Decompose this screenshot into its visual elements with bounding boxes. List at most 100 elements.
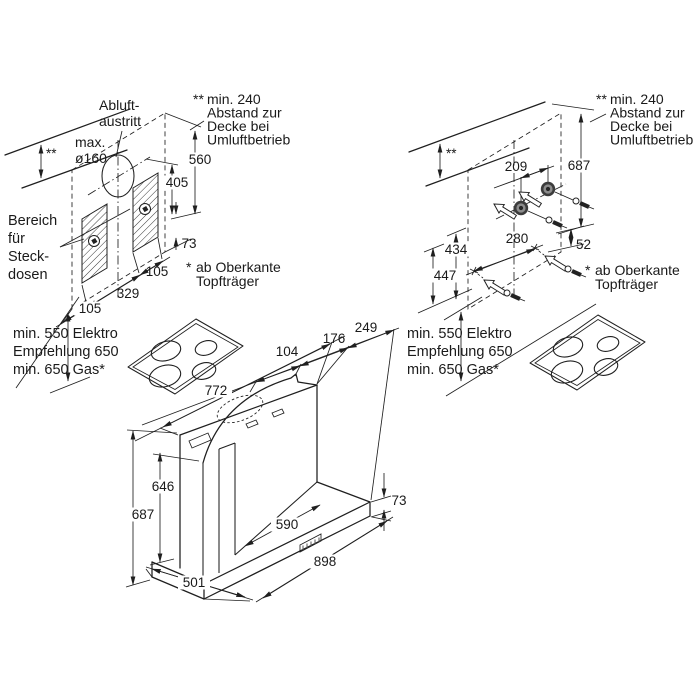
dim-898-label: 898 (309, 554, 341, 569)
clearance-note-line-3: min. 650 Gas* (13, 362, 105, 378)
left-installation-view: ** Abluft- austritt max. ø160 ** min. 24… (4, 91, 290, 395)
dim-280-label: 280 (506, 231, 529, 246)
mounting-area-outline (467, 112, 562, 310)
extension-line (370, 495, 392, 503)
ceiling-note-line-1: min. 240 (207, 91, 261, 107)
wall-line (408, 101, 546, 153)
ceiling-note-line-3: Decke bei (610, 118, 672, 134)
svg-text:501: 501 (183, 575, 206, 590)
hob-note-line-2: Topfträger (595, 276, 658, 292)
socket-note-line-4: dosen (8, 267, 48, 283)
dim-73-label: 73 (391, 493, 406, 508)
svg-text:560: 560 (189, 152, 212, 167)
extension-line (446, 227, 467, 237)
dim-176-label: 176 (323, 331, 346, 346)
vent-diameter-label: ø160 (75, 150, 107, 166)
outlet-note-line-1: Abluft- (99, 97, 140, 113)
extension-line (547, 243, 585, 253)
dim-105-arrow (139, 260, 164, 276)
clearance-note-line-2: Empfehlung 650 (407, 344, 513, 360)
dim-105-left-label: 105 (74, 301, 106, 316)
socket-note-line-2: für (8, 231, 25, 247)
screw-lower-right (541, 251, 587, 278)
ceiling-note-line-3: Decke bei (207, 118, 269, 134)
socket-symbol-pin (91, 238, 98, 245)
leader-line (115, 130, 123, 158)
extension-line (159, 427, 179, 436)
reference-line (445, 303, 597, 397)
socket-note-line-1: Bereich (8, 213, 57, 229)
screw-mark-lower-left (469, 266, 484, 279)
leader-line (589, 113, 607, 123)
socket-note-line-3: Steck- (8, 249, 49, 265)
svg-text:434: 434 (445, 242, 468, 257)
extension-line (316, 341, 333, 385)
extension-line (370, 328, 395, 501)
product-dimension-view: 104 176 249 772 646 687 59 (125, 320, 407, 603)
reference-line (15, 296, 80, 389)
clearance-note-line-3: min. 650 Gas* (407, 362, 499, 378)
dim-73-label: 73 (181, 236, 196, 251)
outlet-note-line-2: austritt (99, 113, 141, 129)
svg-text:772: 772 (205, 383, 228, 398)
ceiling-note-line-4: Umluftbetrieb (207, 132, 290, 148)
wall-ref-marker: ** (46, 146, 57, 161)
dim-249-label: 249 (355, 320, 378, 335)
extension-line (551, 103, 595, 111)
center-line (87, 156, 151, 196)
ceiling-note-marker: ** (193, 91, 204, 107)
air-outlet-hole (101, 154, 135, 198)
mounting-notch (188, 432, 212, 449)
wall-ref-marker: ** (446, 146, 457, 161)
clearance-note-line-1: min. 550 Elektro (13, 326, 118, 342)
svg-text:687: 687 (132, 507, 155, 522)
dim-646-label: 646 (147, 479, 179, 494)
dim-560-label: 560 (184, 152, 216, 167)
reference-line (417, 288, 473, 314)
right-installation-view: ** ** min. 240 Abstand zur Decke bei Uml… (407, 91, 693, 397)
ceiling-note-line-1: min. 240 (610, 91, 664, 107)
hob-note-line-1: ab Oberkante (196, 259, 281, 275)
svg-text:646: 646 (152, 479, 175, 494)
dim-52-label: 52 (576, 237, 591, 252)
extension-line (371, 516, 392, 522)
hob-note-marker: * (585, 262, 591, 278)
dim-501-label: 501 (178, 575, 210, 590)
svg-text:447: 447 (434, 268, 457, 283)
svg-text:898: 898 (314, 554, 337, 569)
dim-447-label: 447 (430, 268, 460, 283)
hood-fold-edge (218, 442, 236, 450)
dim-434-label: 434 (440, 242, 472, 257)
wall-line (4, 108, 131, 156)
ceiling-note-marker: ** (596, 91, 607, 107)
wall-line (21, 149, 128, 189)
dim-249-arrow (347, 329, 395, 349)
svg-text:590: 590 (276, 517, 299, 532)
dim-405-label: 405 (161, 175, 193, 190)
leader-line (59, 208, 131, 248)
hob-note-line-1: ab Oberkante (595, 262, 680, 278)
vent-max-label: max. (75, 134, 105, 150)
hob-note-line-2: Topfträger (196, 273, 259, 289)
ceiling-note-line-2: Abstand zur (610, 105, 685, 121)
dim-209-label: 209 (505, 159, 528, 174)
ceiling-note-line-4: Umluftbetrieb (610, 132, 693, 148)
svg-text:405: 405 (166, 175, 189, 190)
dim-329-label: 329 (117, 286, 140, 301)
wall-line (425, 147, 530, 187)
reference-line (443, 296, 483, 321)
clearance-note-line-1: min. 550 Elektro (407, 326, 512, 342)
leader-line (59, 238, 85, 248)
extension-line (203, 598, 251, 602)
canopy-top-right-edge (316, 481, 371, 503)
extension-line (132, 252, 140, 274)
dim-105-right-label: 105 (146, 264, 169, 279)
extension-line (157, 237, 163, 260)
socket-symbol-pin (142, 206, 149, 213)
dim-104-label: 104 (276, 344, 299, 359)
ceiling-note-line-2: Abstand zur (207, 105, 282, 121)
dim-772-arrow (162, 343, 331, 428)
wall-plug-upper-left (513, 200, 568, 229)
extension-line (164, 238, 192, 253)
